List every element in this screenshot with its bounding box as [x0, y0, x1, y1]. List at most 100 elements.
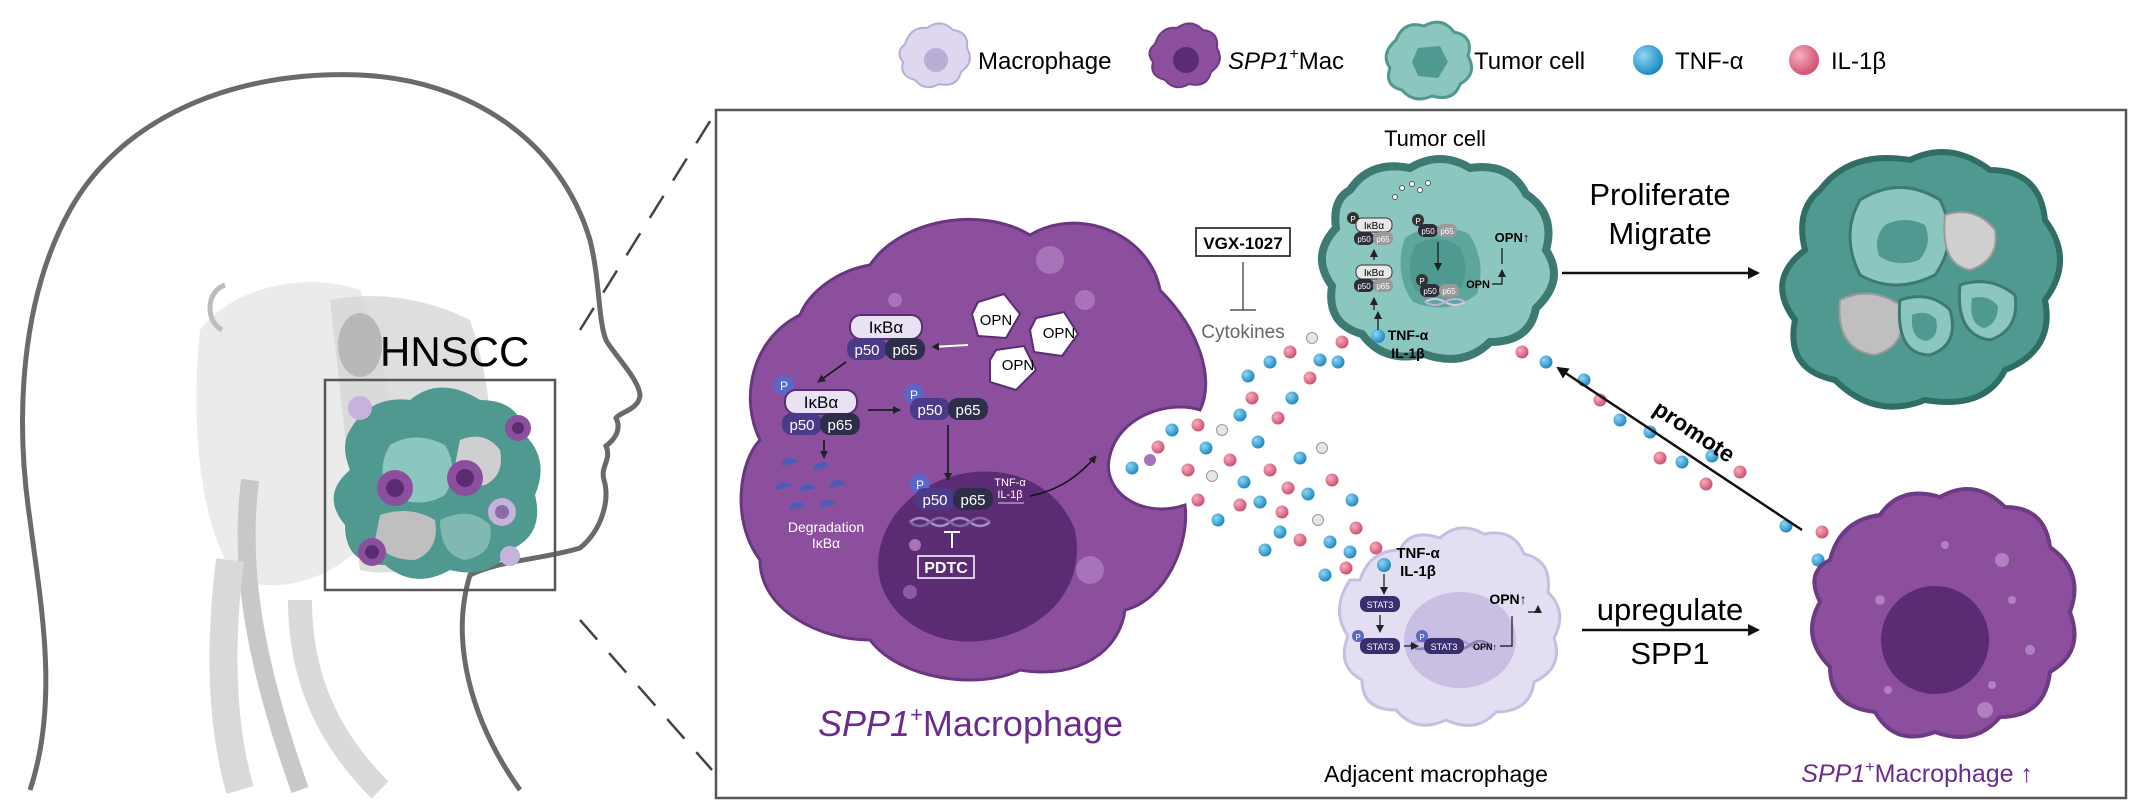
proliferate-label: Proliferate	[1589, 177, 1730, 212]
tumor-p50-3: p50	[1421, 227, 1435, 236]
migrate-label: Migrate	[1608, 216, 1711, 251]
tumor-p65-3: p65	[1440, 227, 1454, 236]
adjacent-macrophage-title: Adjacent macrophage	[1324, 761, 1548, 787]
tnf-particle	[1313, 353, 1327, 367]
pdtc-label: PDTC	[924, 560, 968, 577]
tumor-il1b-label: IL-1β	[1391, 345, 1425, 361]
tumor-cell-title: Tumor cell	[1384, 126, 1486, 151]
il1b-particle	[1515, 345, 1529, 359]
tumor-p65-2: p65	[1376, 282, 1390, 291]
il1b-particle	[1263, 463, 1277, 477]
zoom-line-top	[578, 117, 714, 331]
mac-p65-top: p65	[892, 342, 917, 359]
tnf-particle	[1237, 475, 1251, 489]
il1b-particle	[1181, 463, 1195, 477]
tnf-particle	[1273, 525, 1287, 539]
cytokine-particles	[1125, 313, 1829, 582]
degradation-sub-label: IκBα	[812, 535, 840, 551]
opn-particle	[1312, 514, 1324, 526]
hnscc-label: HNSCC	[380, 328, 529, 375]
mac-p-mid: P	[910, 388, 918, 402]
il1b-particle	[1223, 453, 1237, 467]
il1b-particle	[1303, 371, 1317, 385]
il1b-particle	[1275, 505, 1289, 519]
head-illustration: HNSCC	[20, 72, 643, 799]
legend-tumor-cell-label: Tumor cell	[1474, 48, 1585, 75]
mac-tnf-small: TNF-α	[994, 477, 1026, 489]
tumor-p-1: P	[1350, 215, 1355, 224]
tumor-p-2: P	[1415, 217, 1420, 226]
mac-p65-mid: p65	[955, 402, 980, 419]
adjacent-il1b-label: IL-1β	[1400, 563, 1436, 580]
ikba-fragments	[776, 458, 846, 510]
tnf-particle	[1643, 425, 1657, 439]
tnf-particle	[1125, 461, 1139, 475]
tnf-particle	[1233, 408, 1247, 422]
legend-spp1-mac-icon	[1148, 22, 1221, 89]
legend-spp1-mac-label: SPP1+Mac	[1228, 46, 1344, 75]
mac-ikba-top: IκBα	[869, 318, 904, 337]
tumor-ikba-1: IκBα	[1364, 221, 1384, 232]
opn-particle	[1206, 470, 1218, 482]
tumor-p65-1: p65	[1376, 235, 1390, 244]
mac-p50-mid: p50	[917, 402, 942, 419]
mac-p50-top: p50	[854, 342, 879, 359]
mac-p50-left: p50	[789, 417, 814, 434]
tnf-particle	[1211, 513, 1225, 527]
tnf-particle	[1258, 543, 1272, 557]
il1b-particle	[1271, 411, 1285, 425]
tnf-particle	[1613, 413, 1627, 427]
mac-p-left: P	[780, 379, 788, 393]
hnscc-tumor-cluster	[333, 387, 541, 579]
tnf-particle	[1675, 455, 1689, 469]
il1b-particle	[1339, 561, 1353, 575]
opn-particle	[1216, 424, 1228, 436]
adjacent-opn-small: OPN↑	[1473, 642, 1497, 652]
tnf-particle	[1293, 451, 1307, 465]
il1b-particle	[1151, 440, 1165, 454]
stat3-2: STAT3	[1367, 642, 1394, 652]
opn-particle	[1316, 442, 1328, 454]
mac-p-nucleus: P	[916, 478, 924, 492]
il1b-particle	[1653, 451, 1667, 465]
upregulate-label: upregulate	[1597, 592, 1744, 627]
il1b-particle	[1369, 541, 1383, 555]
tumor-cell: P IκBα p50 p65 IκBα p50 p65 P p50 p65 P …	[1317, 155, 1558, 363]
tumor-p-3: P	[1419, 277, 1424, 286]
stat3-3: STAT3	[1431, 642, 1458, 652]
tumor-opn-up: OPN↑	[1495, 230, 1530, 245]
adjacent-opn-up: OPN↑	[1489, 591, 1526, 607]
stat3-1: STAT3	[1367, 600, 1394, 610]
tnf-particle	[1318, 568, 1332, 582]
tnf-particle	[1343, 545, 1357, 559]
spp1-macrophage-caption: SPP1+Macrophage	[818, 702, 1123, 744]
vgx-label: VGX-1027	[1203, 234, 1282, 253]
tumor-opn-nucleus: OPN	[1466, 279, 1490, 291]
adjacent-macrophage: TNF-α IL-1β STAT3 P STAT3 P STAT3 OPN↑ O…	[1338, 526, 1562, 727]
tnf-particle	[1253, 495, 1267, 509]
tnf-particle	[1705, 449, 1719, 463]
il1b-particle	[1191, 418, 1205, 432]
tnf-particle	[1241, 369, 1255, 383]
tnf-particle	[1251, 435, 1265, 449]
tnf-particle	[1345, 493, 1359, 507]
tumor-tnf-label: TNF-α	[1388, 327, 1429, 343]
opn-label-2: OPN	[1043, 325, 1076, 342]
cytokines-label: Cytokines	[1201, 322, 1284, 343]
tnf-particle	[1199, 441, 1213, 455]
tnf-particle	[1263, 355, 1277, 369]
mac-p50-nucleus: p50	[922, 492, 947, 509]
legend-tnf-icon	[1633, 45, 1663, 75]
degradation-label: Degradation	[788, 519, 864, 535]
tumor-cluster-result	[1779, 149, 2063, 410]
il1b-particle	[1325, 473, 1339, 487]
spp1-macrophage-result	[1810, 487, 2077, 739]
mac-il1b-small: IL-1β	[997, 489, 1022, 501]
tumor-p50-4: p50	[1423, 287, 1437, 296]
tumor-p50-1: p50	[1357, 235, 1371, 244]
detail-panel	[714, 108, 2128, 800]
spp1-macrophage-cell: IκBα p50 p65 OPN OPN OPN P IκBα p50 p65	[739, 217, 1208, 682]
tnf-particle	[1539, 355, 1553, 369]
spp1-macrophage-up-caption: SPP1+Macrophage ↑	[1801, 759, 2033, 788]
